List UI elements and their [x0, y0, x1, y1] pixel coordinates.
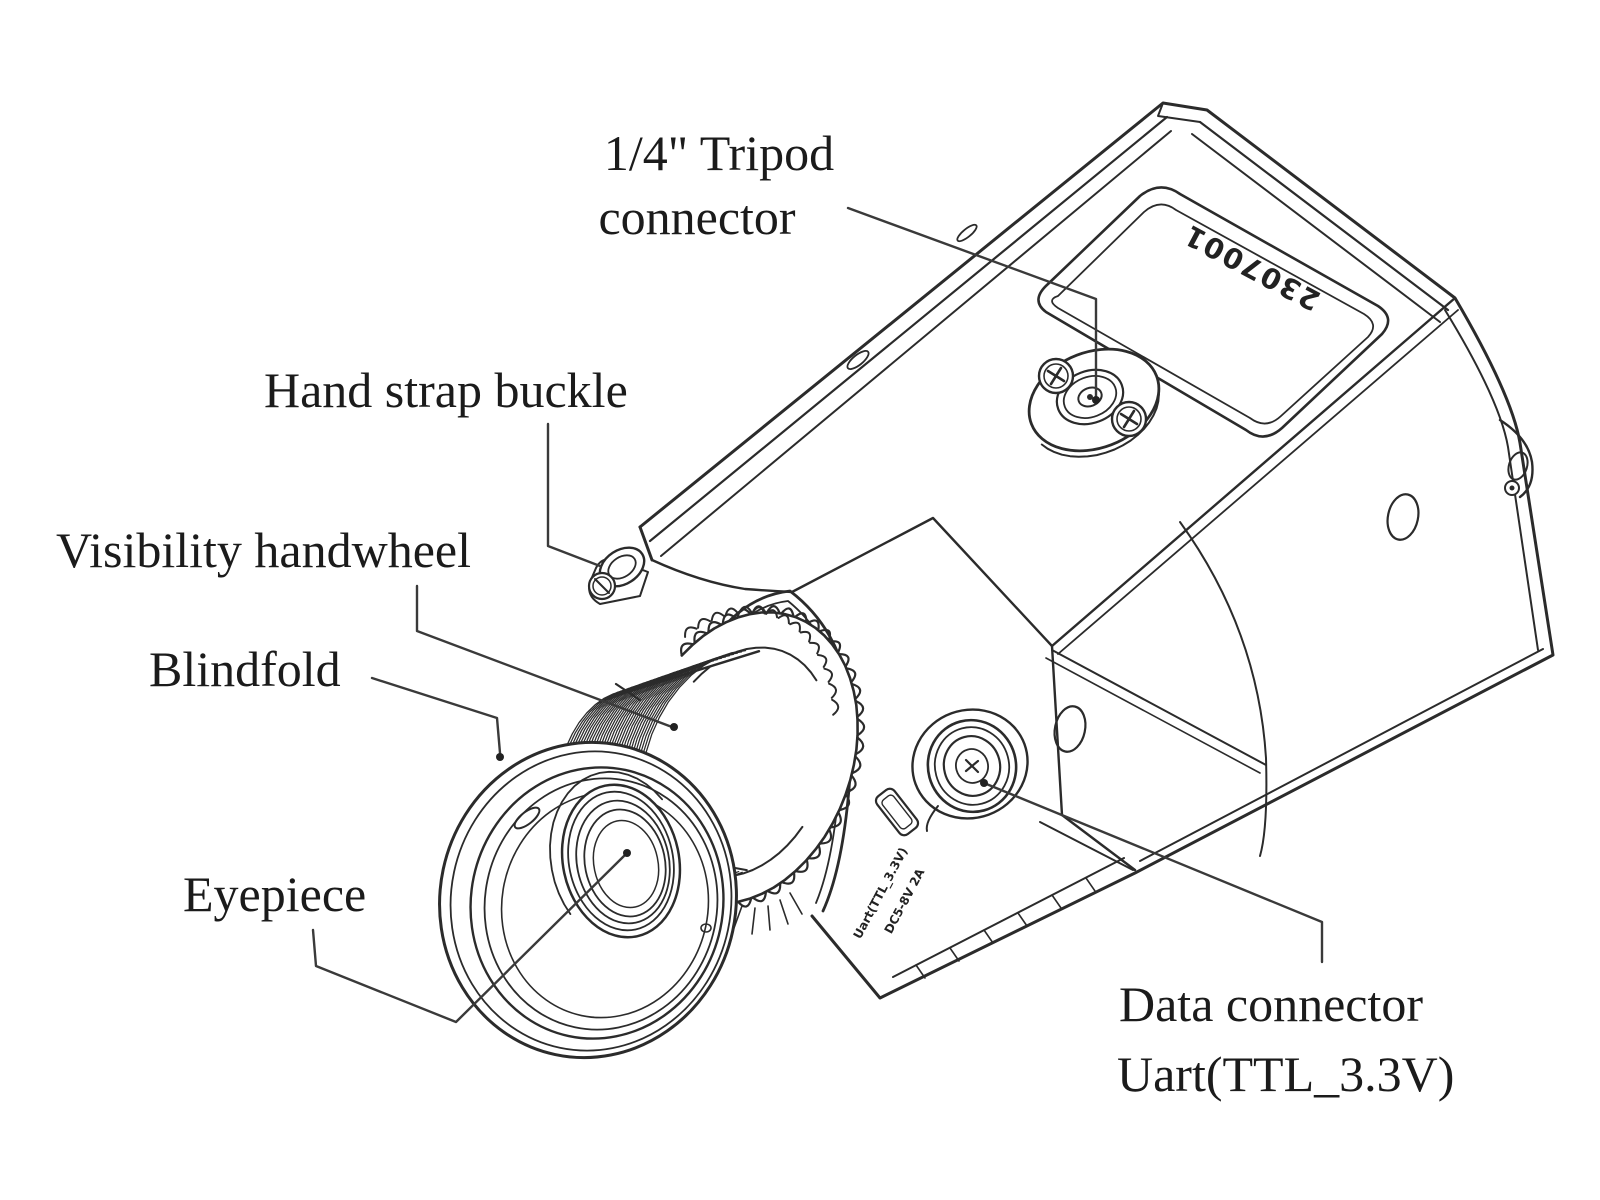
label-data-connector-line1: Data connector [1119, 976, 1423, 1032]
label-data-connector-line2: Uart(TTL_3.3V) [1117, 1046, 1454, 1102]
label-tripod-connector-line1: 1/4" Tripod [604, 125, 834, 181]
label-hand-strap-buckle: Hand strap buckle [264, 362, 628, 418]
label-eyepiece: Eyepiece [183, 866, 366, 922]
label-visibility-handwheel: Visibility handwheel [56, 522, 471, 578]
label-tripod-connector-line2: connector [598, 189, 795, 245]
label-blindfold: Blindfold [149, 641, 341, 697]
eyepiece-lens [549, 770, 682, 939]
leader-lines [311, 206, 1324, 1024]
